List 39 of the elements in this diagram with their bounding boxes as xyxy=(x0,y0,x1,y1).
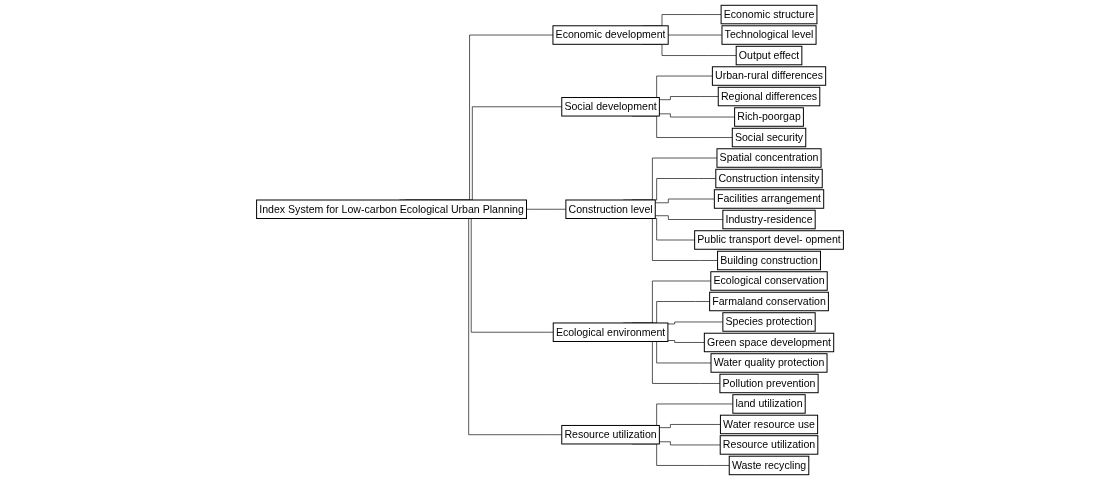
node-box: Index System for Low-carbon Ecological Urban Planning xyxy=(256,199,527,219)
node-box: Industry-residence xyxy=(722,209,816,230)
node-box: Pollution prevention xyxy=(719,373,819,394)
connector xyxy=(659,113,735,118)
node-box: Waste recycling xyxy=(728,455,810,476)
connector xyxy=(667,34,723,36)
connector xyxy=(667,321,724,325)
connector xyxy=(654,215,724,220)
node-box: Species protection xyxy=(722,312,816,332)
node-box: land utilization xyxy=(732,394,806,414)
node-box: Public transport devel- opment xyxy=(694,230,844,250)
node-box: Green space development xyxy=(703,332,835,353)
node-box: Building construction xyxy=(717,250,821,271)
connector xyxy=(659,424,721,428)
connector xyxy=(659,441,721,446)
node-box: Farmaland conservation xyxy=(709,291,829,312)
connector xyxy=(667,340,705,343)
node-box: Economic development xyxy=(552,25,669,45)
node-box: Social development xyxy=(561,97,660,117)
connector xyxy=(654,198,715,204)
node-box: Water resource use xyxy=(719,414,819,435)
node-box: Spatial concentration xyxy=(716,148,822,168)
node-box: Urban-rural differences xyxy=(711,66,827,86)
node-box: Construction intensity xyxy=(715,168,823,189)
node-box: Social security xyxy=(731,127,807,148)
node-box: Construction level xyxy=(565,199,656,219)
connector xyxy=(526,208,567,210)
node-box: Facilities arrangement xyxy=(713,189,825,209)
node-box: Resource utilization xyxy=(561,424,660,445)
node-box: Resource utilization xyxy=(719,435,819,455)
node-box: Technological level xyxy=(721,25,817,45)
node-box: Output effect xyxy=(735,45,803,66)
node-box: Rich-poorgap xyxy=(734,107,804,127)
node-box: Ecological environment xyxy=(552,322,669,342)
node-box: Water quality protection xyxy=(710,353,828,373)
node-box: Regional differences xyxy=(717,86,821,107)
connector xyxy=(659,96,719,101)
node-box: Economic structure xyxy=(720,4,818,25)
node-box: Ecological conservation xyxy=(710,271,828,291)
